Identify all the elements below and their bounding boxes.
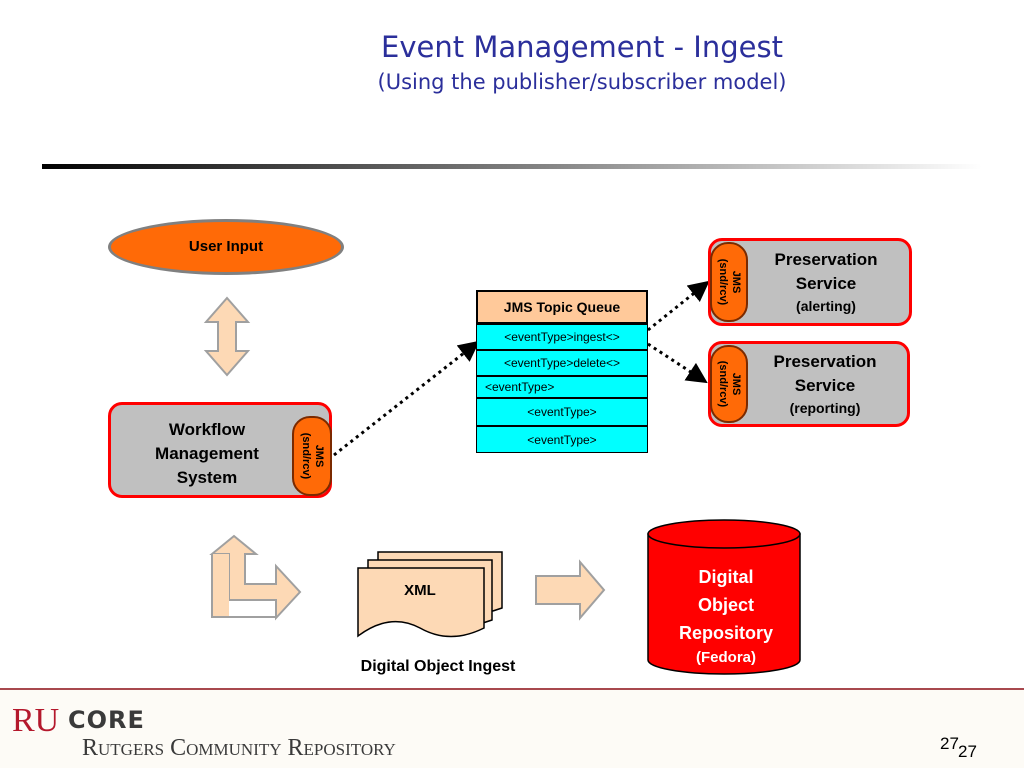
workflow-line2: Management (155, 444, 259, 463)
workflow-jms-line2: (snd/rcv) (300, 432, 312, 480)
workflow-line1: Workflow (168, 420, 246, 439)
digital-object-ingest-caption: Digital Object Ingest (360, 658, 516, 675)
slide-title: Event Management - Ingest (381, 30, 783, 64)
workflow-line3: System (176, 468, 238, 487)
reporting-line2: Service (794, 376, 856, 395)
alerting-jms-badge: JMS (snd/rcv) (710, 242, 748, 322)
queue-row: <eventType>ingest<> (476, 324, 648, 350)
double-arrow-vertical (203, 296, 251, 377)
slide-subtitle: (Using the publisher/subscriber model) (377, 70, 787, 94)
alerting-jms-line1: JMS (730, 270, 742, 294)
jms-topic-queue-header: JMS Topic Queue (476, 290, 648, 324)
right-arrow-to-repository (535, 559, 606, 621)
rucore-logo-ru: RU (12, 702, 60, 739)
slide-number-overlay: 27 (958, 742, 977, 761)
reporting-service-label: Preservation Service (reporting) (750, 350, 900, 418)
queue-row: <eventType>delete<> (476, 350, 648, 376)
alerting-line2: Service (795, 274, 857, 293)
connector-queue-to-reporting (647, 342, 708, 384)
reporting-jms-line1: JMS (730, 372, 742, 396)
slide-number: 27 (940, 734, 959, 753)
title-divider (42, 164, 982, 169)
connector-queue-to-alerting (647, 280, 710, 332)
xml-document-stack (357, 551, 503, 638)
reporting-jms-badge: JMS (snd/rcv) (710, 345, 748, 423)
queue-row: <eventType> (476, 426, 648, 453)
repository-line3: Repository (678, 623, 774, 643)
workflow-jms-badge: JMS (snd/rcv) (292, 416, 332, 496)
user-input-label: User Input (188, 238, 264, 255)
workflow-jms-line1: JMS (313, 444, 325, 468)
repository-line2: Object (697, 595, 754, 615)
repository-line4: (Fedora) (696, 649, 756, 666)
reporting-line3: (reporting) (789, 400, 861, 416)
footer-divider (0, 688, 1024, 690)
user-input-node: User Input (108, 219, 344, 275)
digital-object-repository-label: Digital Object Repository (Fedora) (655, 563, 797, 669)
alerting-line1: Preservation (774, 250, 878, 269)
rucore-logo-core: CORE (68, 706, 145, 734)
queue-row: <eventType> (476, 376, 648, 398)
workflow-management-label: Workflow Management System (132, 418, 282, 490)
repository-cylinder (647, 519, 801, 675)
repository-line1: Digital (698, 567, 754, 587)
reporting-jms-line2: (snd/rcv) (717, 360, 729, 408)
rutgers-community-repository-text: Rutgers Community Repository (82, 735, 396, 761)
alerting-service-label: Preservation Service (alerting) (752, 248, 900, 316)
queue-row: <eventType> (476, 398, 648, 426)
alerting-line3: (alerting) (796, 298, 856, 314)
reporting-line1: Preservation (773, 352, 877, 371)
footer-band (0, 690, 1024, 768)
connector-workflow-to-queue (333, 340, 480, 457)
xml-label: XML (404, 582, 436, 599)
alerting-jms-line2: (snd/rcv) (717, 258, 729, 306)
